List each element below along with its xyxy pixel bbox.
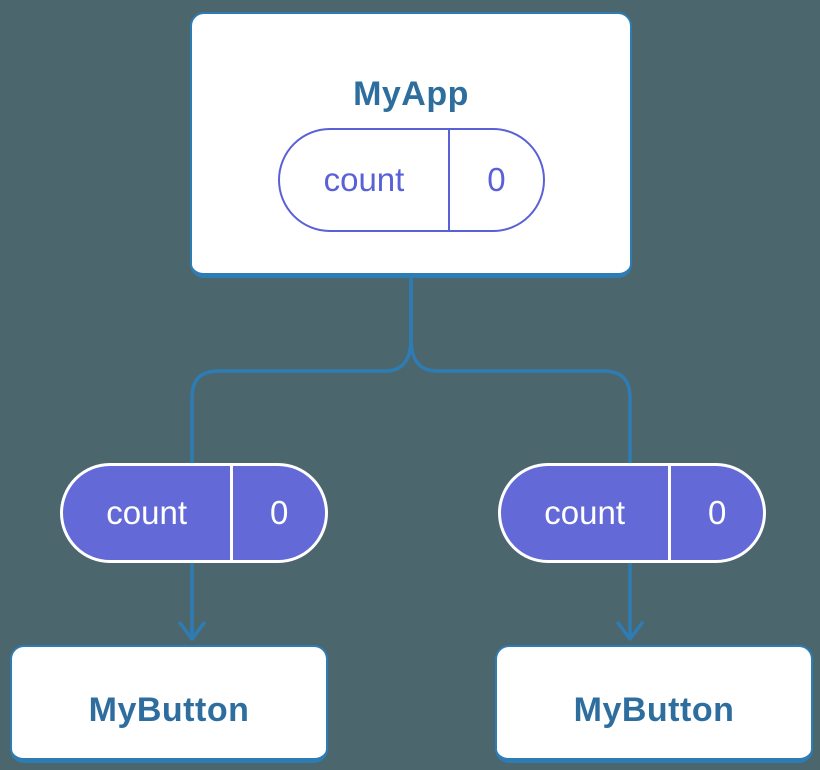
arrowhead-right-icon	[616, 621, 644, 641]
node-myapp-title: MyApp	[353, 75, 469, 113]
node-mybutton-left: MyButton	[10, 645, 328, 763]
arrowhead-left-icon	[178, 621, 206, 641]
connector-root-to-right-child	[409, 275, 632, 639]
prop-pill-left: count 0	[60, 463, 328, 563]
prop-pill-right-value: 0	[707, 494, 727, 531]
node-mybutton-right-title: MyButton	[573, 690, 735, 729]
node-mybutton-left-title: MyButton	[88, 690, 250, 729]
prop-pill-left-label: count	[63, 466, 234, 560]
prop-pill-left-value: 0	[269, 494, 289, 531]
state-pill-label: count	[280, 130, 451, 230]
node-myapp: MyApp count 0	[190, 12, 632, 278]
node-mybutton-right: MyButton	[495, 645, 813, 763]
state-pill: count 0	[277, 128, 545, 232]
prop-pill-right: count 0	[498, 463, 766, 563]
prop-pill-right-label: count	[501, 466, 672, 560]
connector-root-to-left-child	[190, 275, 413, 639]
state-pill-value: 0	[487, 161, 506, 198]
